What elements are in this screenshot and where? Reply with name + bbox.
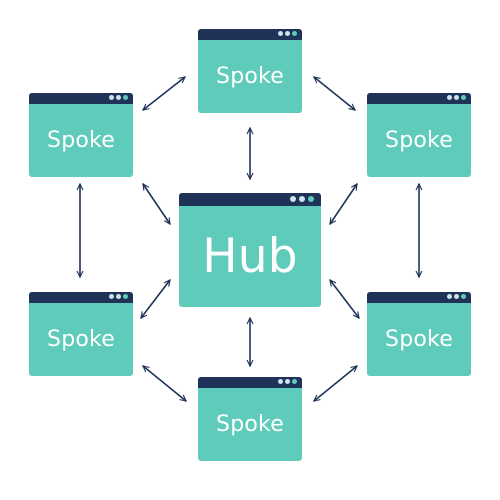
window-control-icon — [285, 31, 290, 36]
window-title-bar — [29, 93, 133, 104]
window-title-bar — [367, 292, 471, 303]
window-control-icon — [292, 379, 297, 384]
spoke-window-bottom: Spoke — [198, 377, 302, 461]
bidirectional-arrow-upper-left-top — [142, 76, 186, 111]
hub-window: Hub — [179, 193, 321, 307]
window-control-icon — [461, 294, 466, 299]
spoke-label: Spoke — [385, 128, 453, 153]
window-control-icon — [461, 95, 466, 100]
window-control-icon — [454, 294, 459, 299]
hub-label: Hub — [202, 229, 298, 284]
window-title-bar — [367, 93, 471, 104]
window-title-bar — [198, 377, 302, 388]
window-title-bar — [29, 292, 133, 303]
window-control-icon — [116, 294, 121, 299]
window-control-icon — [123, 294, 128, 299]
spoke-window-lower-left: Spoke — [29, 292, 133, 376]
spoke-window-upper-right: Spoke — [367, 93, 471, 177]
window-control-icon — [299, 196, 305, 202]
window-control-icon — [109, 95, 114, 100]
window-control-icon — [447, 294, 452, 299]
bidirectional-arrow-top-upper-right — [313, 76, 356, 111]
bidirectional-arrow-upper-left-hub — [142, 183, 171, 225]
window-control-icon — [292, 31, 297, 36]
bidirectional-arrow-hub-lower-right — [329, 279, 360, 319]
window-control-icon — [308, 196, 314, 202]
window-control-icon — [123, 95, 128, 100]
spoke-label: Spoke — [216, 412, 284, 437]
bidirectional-arrow-bottom-lower-right — [313, 365, 358, 402]
spoke-window-top: Spoke — [198, 29, 302, 113]
window-control-icon — [285, 379, 290, 384]
spoke-window-upper-left: Spoke — [29, 93, 133, 177]
spoke-label: Spoke — [385, 327, 453, 352]
bidirectional-arrow-lower-left-bottom — [142, 365, 187, 402]
bidirectional-arrow-hub-lower-left — [140, 279, 171, 319]
window-control-icon — [290, 196, 296, 202]
window-control-icon — [447, 95, 452, 100]
window-title-bar — [198, 29, 302, 40]
window-control-icon — [278, 379, 283, 384]
window-control-icon — [278, 31, 283, 36]
spoke-label: Spoke — [47, 128, 115, 153]
window-title-bar — [179, 193, 321, 206]
spoke-label: Spoke — [216, 64, 284, 89]
window-control-icon — [109, 294, 114, 299]
spoke-window-lower-right: Spoke — [367, 292, 471, 376]
window-control-icon — [454, 95, 459, 100]
window-control-icon — [116, 95, 121, 100]
spoke-label: Spoke — [47, 327, 115, 352]
bidirectional-arrow-upper-right-hub — [329, 183, 358, 225]
